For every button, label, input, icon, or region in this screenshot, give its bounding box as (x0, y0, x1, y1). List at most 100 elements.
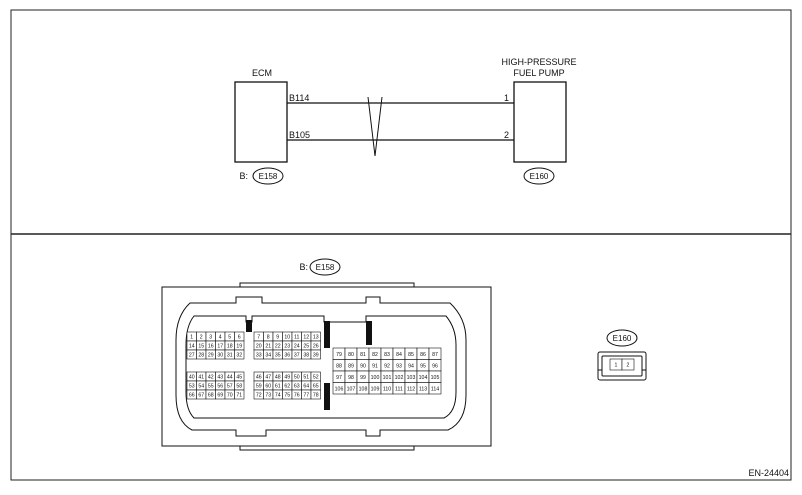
pin-label: 48 (275, 375, 281, 381)
pin-label: 89 (348, 363, 354, 369)
pin-label: 79 (336, 352, 342, 358)
pin-label: 42 (208, 375, 214, 381)
pin-label: 5 (228, 335, 231, 341)
pin-label: 15 (198, 344, 204, 350)
pin-label: 25 (303, 344, 309, 350)
pin-label: 98 (348, 375, 354, 381)
pin-label: 9 (276, 335, 279, 341)
pin-label: 95 (420, 363, 426, 369)
wire-1-ecm-terminal: B114 (289, 93, 309, 103)
pin-label: 21 (265, 344, 271, 350)
pin-label: 55 (208, 384, 214, 390)
pin-label: 81 (360, 352, 366, 358)
pin-label: 49 (284, 375, 290, 381)
pin-label: 103 (407, 375, 416, 381)
pin-label: 28 (198, 353, 204, 359)
pin-label: 11 (294, 335, 299, 341)
pin-label: 38 (303, 353, 309, 359)
ecm-label: ECM (252, 68, 272, 78)
ecm-connector-prefix: B: (239, 171, 248, 181)
pin-label: 73 (265, 393, 271, 399)
pin-label: 113 (419, 386, 427, 392)
pin-label: 104 (419, 375, 428, 381)
ecm-connector-id: E158 (259, 172, 278, 181)
pin-label: 75 (284, 393, 290, 399)
key-bar-4 (324, 383, 330, 410)
pin-label: 78 (313, 393, 319, 399)
pin-label: 36 (284, 353, 290, 359)
pin-label: 74 (275, 393, 281, 399)
pin-label: 17 (217, 344, 223, 350)
outer-frame (10, 9, 792, 481)
pin-label: 26 (313, 344, 319, 350)
pin-label: 63 (294, 384, 300, 390)
pin-label: 99 (360, 375, 366, 381)
pump-label-line1: HIGH-PRESSURE (501, 57, 576, 67)
pin-label: 70 (227, 393, 233, 399)
pin-label: 87 (432, 352, 438, 358)
pin-label: 114 (431, 386, 439, 392)
pin-label: 53 (189, 384, 195, 390)
pin-label: 29 (208, 353, 214, 359)
pin-label: 35 (275, 353, 281, 359)
pin-label: 2 (200, 335, 203, 341)
pin-label: 13 (313, 335, 319, 341)
ecm-face-prefix: B: (299, 262, 308, 272)
pin-label: 43 (217, 375, 223, 381)
pin-label: 14 (189, 344, 195, 350)
block-a-cell (234, 389, 245, 400)
pin-label: 101 (383, 375, 392, 381)
pin-label: 58 (236, 384, 242, 390)
pump-connector-housing (597, 351, 647, 381)
ecm-face-oval (309, 258, 341, 276)
pin-label: 20 (256, 344, 262, 350)
pump-connector-oval (523, 167, 555, 185)
pin-label: 86 (420, 352, 426, 358)
key-bar-2 (324, 321, 330, 348)
pin-label: 112 (407, 386, 415, 392)
pin-label: 52 (313, 375, 319, 381)
pin-label: 64 (303, 384, 309, 390)
pin-label: 76 (294, 393, 300, 399)
pin-label: 72 (256, 393, 262, 399)
pin-label: 96 (432, 363, 438, 369)
pin-label: 100 (371, 375, 380, 381)
pump-pin-cell (621, 358, 635, 371)
pin-label: 40 (189, 375, 195, 381)
pin-label: 18 (227, 344, 233, 350)
pin-label: 62 (284, 384, 290, 390)
pin-label: 105 (431, 375, 440, 381)
wire-1-pump-terminal: 1 (504, 93, 509, 103)
pin-label: 68 (208, 393, 214, 399)
pin-label: 54 (198, 384, 204, 390)
pin-label: 77 (303, 393, 309, 399)
pin-label: 60 (265, 384, 271, 390)
wire-2-pump-terminal: 2 (504, 130, 509, 140)
pin-label: 8 (267, 335, 270, 341)
pin-label: 1 (190, 335, 193, 341)
pin-label: 50 (294, 375, 300, 381)
pin-label: 51 (303, 375, 309, 381)
pin-label: 33 (256, 353, 262, 359)
key-bar-3 (366, 321, 372, 345)
pin-label: 31 (227, 353, 233, 359)
pin-label: 67 (198, 393, 204, 399)
block-b-cell (310, 389, 321, 400)
pump-label-line2: FUEL PUMP (513, 68, 564, 78)
pin-label: 110 (383, 386, 391, 392)
pin-label: 102 (395, 375, 404, 381)
pin-label: 66 (189, 393, 195, 399)
pump-face-id: E160 (613, 334, 632, 343)
pin-label: 45 (236, 375, 242, 381)
pin-label: 57 (227, 384, 233, 390)
pin-label: 34 (265, 353, 271, 359)
figure-id: EN-24404 (748, 468, 789, 478)
pin-label: 108 (359, 386, 368, 392)
pin-label: 30 (217, 353, 223, 359)
wire-2-ecm-terminal: B105 (289, 130, 310, 140)
pin-label: 92 (384, 363, 390, 369)
pin-label: 12 (303, 335, 309, 341)
pin-label: 83 (384, 352, 390, 358)
